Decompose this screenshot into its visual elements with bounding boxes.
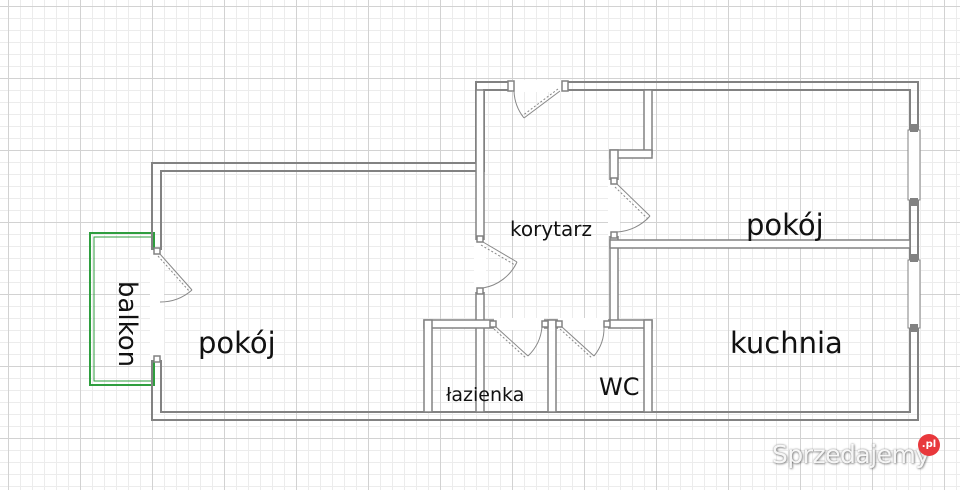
door-swings [157, 88, 651, 359]
watermark-logo: Sprzedajemy [772, 440, 930, 469]
interior-walls [423, 89, 911, 413]
room-label-balkon: balkon [112, 280, 142, 368]
outer-walls [151, 81, 919, 421]
room-label-kuchnia: kuchnia [730, 326, 843, 360]
room-label-wc: WC [599, 373, 640, 401]
window-jambs [910, 124, 918, 332]
room-label-pokoj-right: pokój [746, 208, 824, 242]
door-jambs [153, 80, 618, 363]
room-label-pokoj-left: pokój [198, 326, 276, 360]
room-label-korytarz: korytarz [510, 217, 592, 241]
room-label-lazienka: łazienka [446, 384, 525, 406]
windows [907, 129, 921, 329]
door-openings [150, 80, 620, 360]
watermark-badge: .pl [918, 434, 940, 456]
